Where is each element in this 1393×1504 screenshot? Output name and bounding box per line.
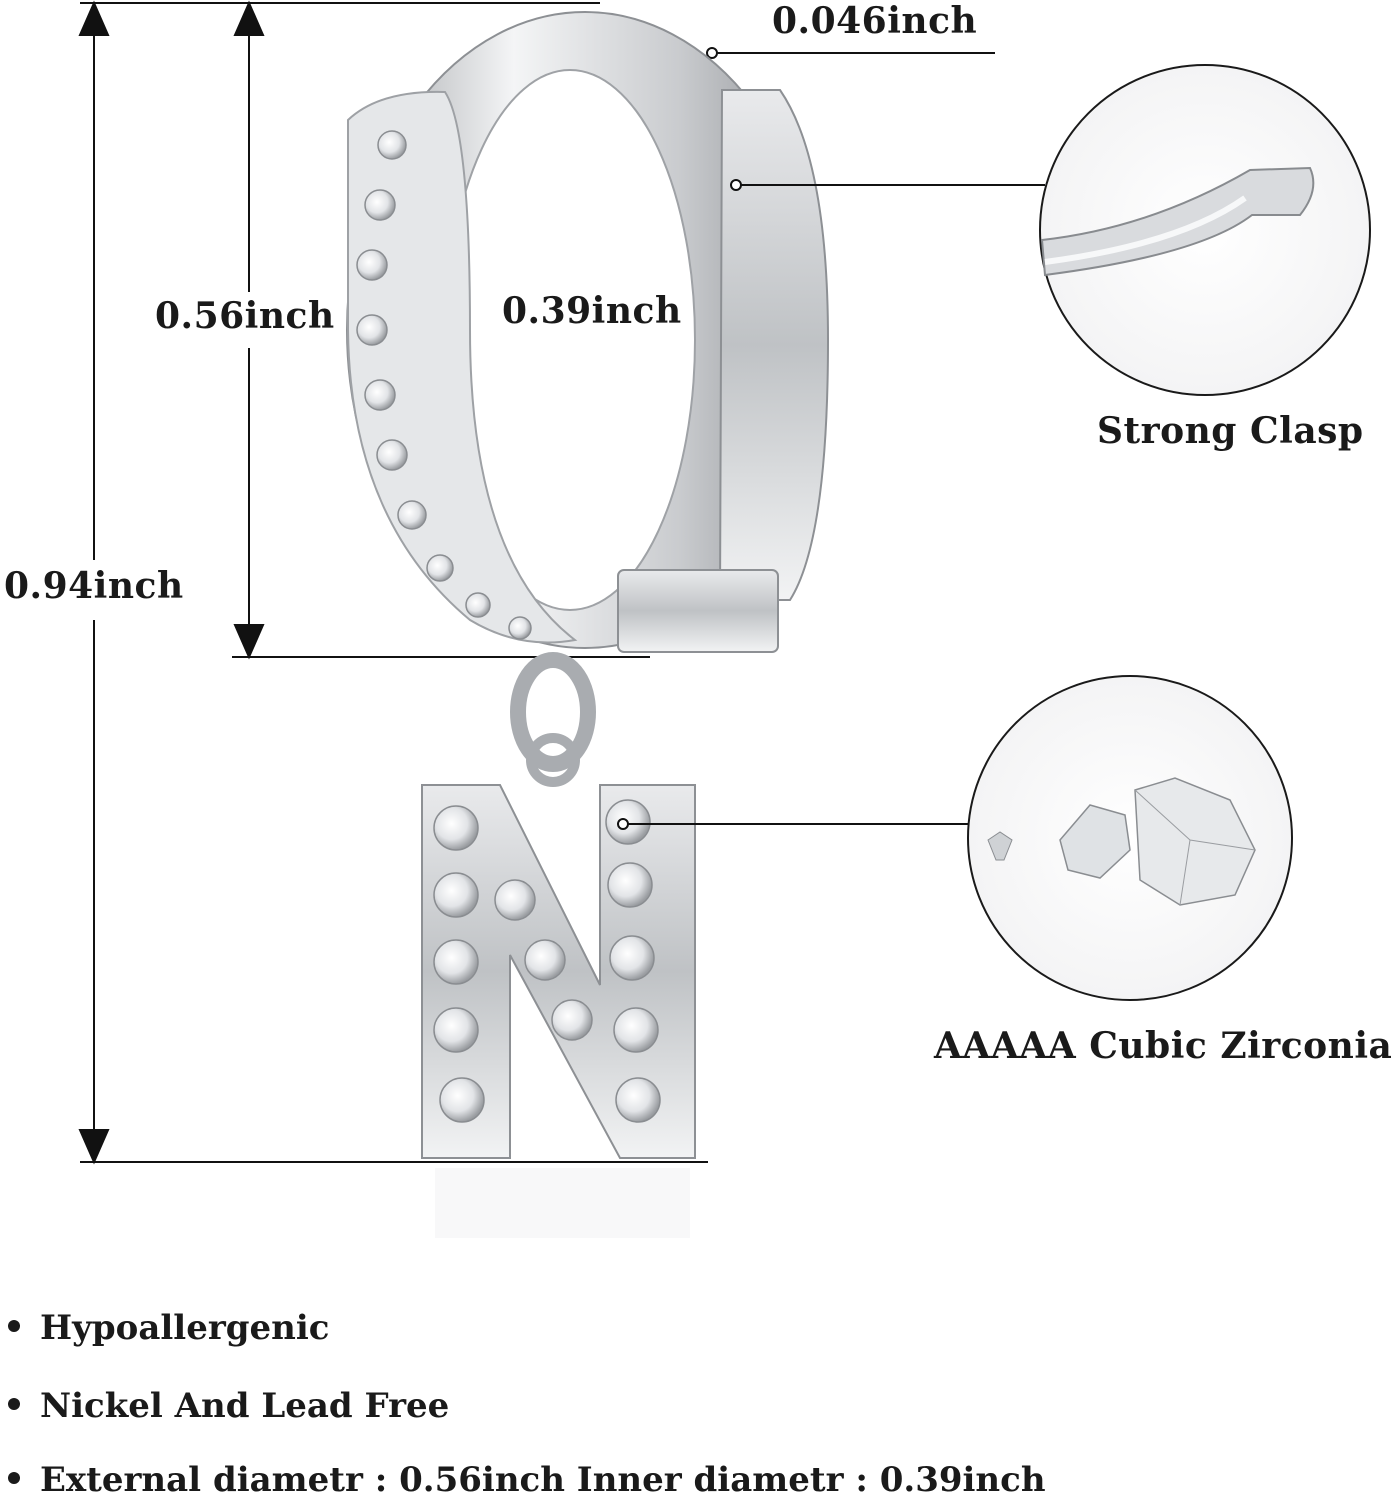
bullet-icon [8, 1320, 20, 1332]
feature-item: Nickel And Lead Free [8, 1386, 449, 1426]
outer-diameter-label: 0.56inch [155, 295, 335, 337]
clasp-zoom-circle [1039, 64, 1371, 396]
stone-zoom-circle [967, 675, 1293, 1001]
hoop [346, 11, 830, 653]
callout-leaders [617, 179, 1045, 830]
pave-stones [356, 130, 532, 640]
clasp-label: Strong Clasp [1097, 410, 1364, 452]
feature-item: Hypoallergenic [8, 1308, 329, 1348]
feature-item: External diametr : 0.56inch Inner diamet… [8, 1460, 1046, 1500]
overall-height-label: 0.94inch [4, 565, 184, 607]
letter-stones [433, 799, 661, 1123]
thickness-label: 0.046inch [772, 0, 978, 42]
pendant-letter [421, 652, 696, 1238]
bullet-icon [8, 1398, 20, 1410]
stone-label: AAAAA Cubic Zirconia [934, 1025, 1393, 1067]
inner-diameter-label: 0.39inch [502, 290, 682, 332]
bullet-icon [8, 1472, 20, 1484]
